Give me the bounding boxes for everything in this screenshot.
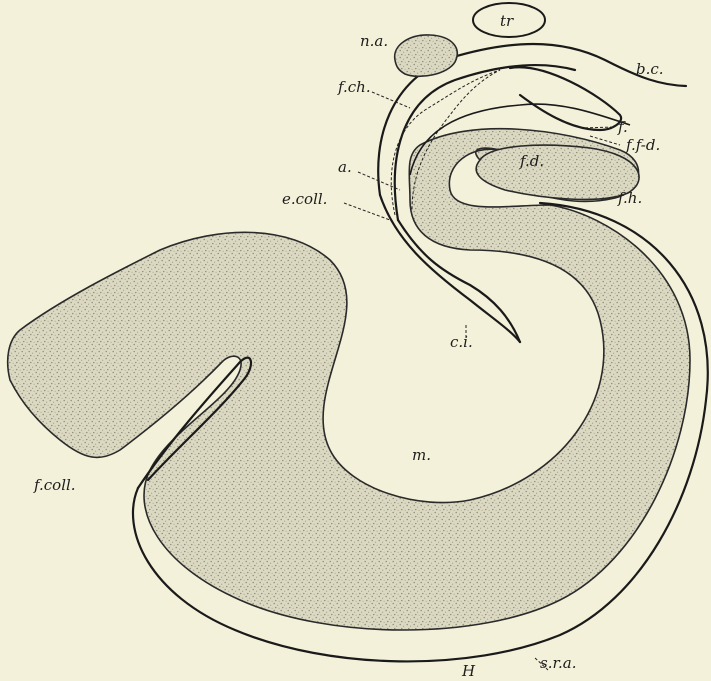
label-a: a. xyxy=(338,158,352,176)
label-fch: f.ch. xyxy=(337,78,371,96)
label-fcoll: f.coll. xyxy=(33,476,76,494)
label-tr: tr xyxy=(500,12,514,30)
hippocampal-grey-band xyxy=(8,129,690,630)
label-sra: s.r.a. xyxy=(540,654,576,672)
label-ffd: f.f-d. xyxy=(625,136,660,154)
label-na: n.a. xyxy=(360,32,388,50)
label-fh: f.h. xyxy=(617,189,642,207)
label-ecoll: e.coll. xyxy=(282,190,327,208)
label-m: m. xyxy=(412,446,431,464)
fimbria-lip xyxy=(510,67,621,130)
label-f: f. xyxy=(617,118,628,136)
amygdala-nucleus xyxy=(395,35,458,76)
leader-fch xyxy=(372,92,410,108)
fascia-dentata xyxy=(476,145,639,199)
label-ci: c.i. xyxy=(450,333,473,351)
label-fd: f.d. xyxy=(519,152,544,170)
label-bc: b.c. xyxy=(636,60,664,78)
label-H: H xyxy=(461,662,476,680)
